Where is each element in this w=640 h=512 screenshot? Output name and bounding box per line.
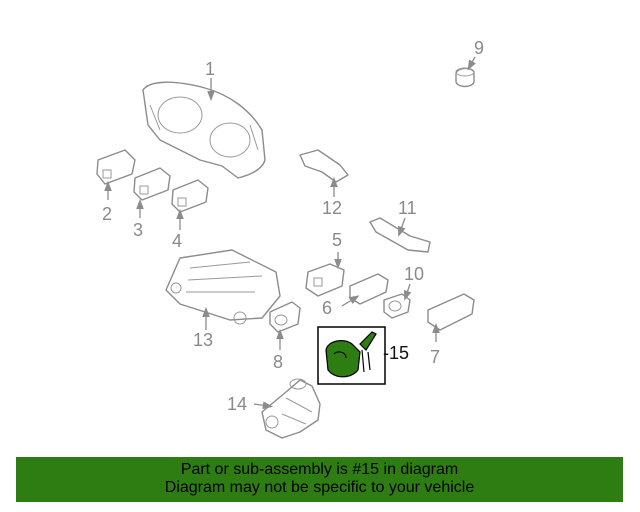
part-13-climate-control[interactable] (165, 249, 281, 330)
part-5-sensor[interactable] (305, 252, 345, 297)
part-7-bracket[interactable] (427, 293, 475, 342)
callout-9: 9 (474, 38, 484, 58)
callout-12: 12 (322, 198, 342, 218)
callout-8: 8 (273, 352, 283, 372)
callout-2: 2 (102, 204, 112, 224)
callout-5: 5 (332, 230, 342, 250)
parts-diagram: 1 9 2 3 4 12 11 5 (96, 38, 484, 439)
part-10-socket[interactable] (383, 283, 412, 319)
banner-line-part-number: Part or sub-assembly is #15 in diagram (180, 461, 459, 478)
callout-4: 4 (172, 231, 182, 251)
part-2-switch[interactable] (96, 149, 136, 200)
callout-7: 7 (430, 347, 440, 367)
part-12-trim[interactable] (299, 149, 349, 197)
callout-10: 10 (404, 264, 424, 284)
part-4-switch[interactable] (171, 179, 209, 230)
part-9-cap[interactable] (455, 56, 476, 88)
part-11-bracket[interactable] (369, 217, 431, 253)
part-14-lock-assembly[interactable] (253, 378, 321, 439)
banner-line-disclaimer: Diagram may not be specific to your vehi… (164, 479, 475, 496)
part-3-switch[interactable] (133, 167, 171, 218)
part-8-socket[interactable] (269, 301, 301, 350)
callout-3: 3 (133, 220, 143, 240)
part-15-highlighted[interactable] (317, 326, 386, 385)
callout-6: 6 (322, 298, 332, 318)
callout-1: 1 (205, 59, 215, 79)
callout-13: 13 (193, 330, 213, 350)
callout-11: 11 (398, 198, 417, 218)
part-info-banner: Part or sub-assembly is #15 in diagram D… (16, 457, 623, 502)
part-6-connector[interactable] (341, 273, 389, 307)
callout-15: -15 (383, 343, 409, 363)
part-1-instrument-cluster[interactable] (142, 78, 266, 179)
callout-14: 14 (227, 394, 247, 414)
